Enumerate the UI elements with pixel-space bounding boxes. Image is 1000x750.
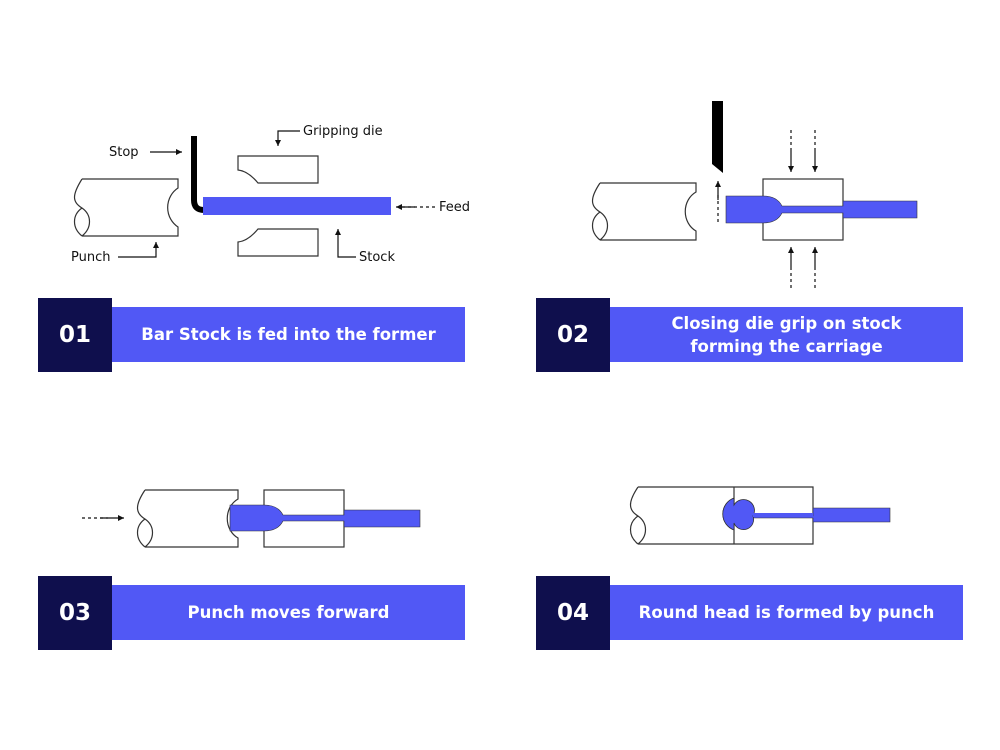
upper-gripping-die [237,155,319,184]
step-4-diagram [629,486,891,545]
label-stop: Stop [109,145,139,160]
step-number: 04 [536,576,610,650]
step-2-diagram [591,101,918,288]
label-gripping-die: Gripping die [303,124,383,139]
step-caption: Round head is formed by punch [610,585,963,640]
step-3: 03 Punch moves forward [38,576,465,650]
step-number: 02 [536,298,610,372]
punch [136,489,239,548]
label-feed: Feed [439,200,470,215]
step-caption: Punch moves forward [112,585,465,640]
step-3-diagram [82,489,421,548]
formed-stock [725,195,918,224]
stop [712,101,723,173]
step-2: 02 Closing die grip on stock forming the… [536,298,963,372]
step-number: 01 [38,298,112,372]
step-number: 03 [38,576,112,650]
formed-stock [229,504,421,532]
label-punch: Punch [71,250,110,265]
step-1: 01 Bar Stock is fed into the former [38,298,465,372]
punch [591,182,697,241]
step-1-diagram: Stop Gripping die Feed Punch Stock [71,124,470,265]
step-caption: Bar Stock is fed into the former [112,307,465,362]
stop [191,136,205,213]
punch [73,178,179,237]
lower-gripping-die [237,228,319,257]
step-4: 04 Round head is formed by punch [536,576,963,650]
step-caption: Closing die grip on stock forming the ca… [610,307,963,362]
label-stock: Stock [359,250,395,265]
bar-stock [203,197,391,215]
